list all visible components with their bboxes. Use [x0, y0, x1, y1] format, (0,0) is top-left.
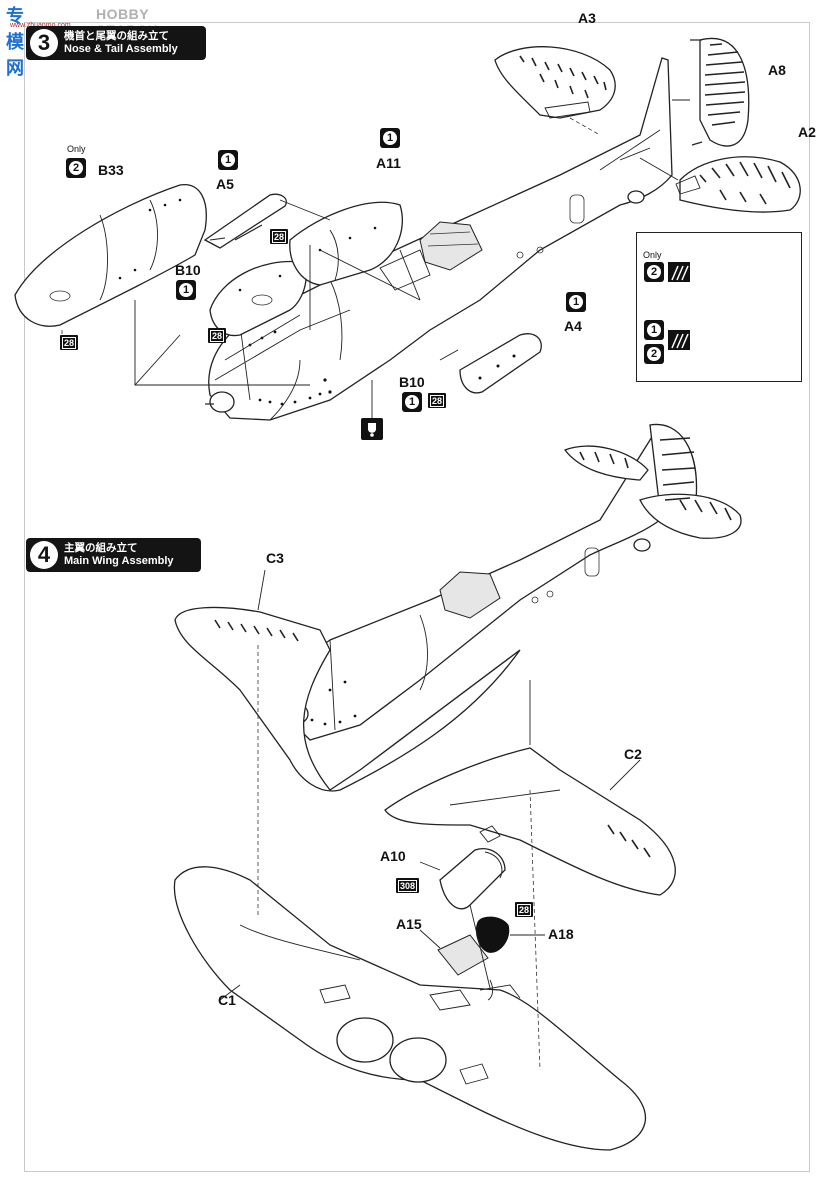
label-b10-left: B10 — [175, 262, 201, 278]
watermark-url: www.zhuanmo.com — [10, 22, 71, 29]
version-badge-b10-bottom: 1 — [402, 392, 422, 412]
paint-code-308: 308 — [396, 878, 420, 893]
part-b33-cowling — [14, 184, 207, 327]
version-badge-inset-1: 1 — [644, 320, 664, 340]
label-b10-bottom: B10 — [399, 374, 425, 390]
part-a18-cap — [475, 916, 510, 953]
part-a8-rudder — [690, 37, 750, 147]
part-a3-stabilizer — [494, 46, 616, 119]
assembly-lines-step4 — [219, 569, 641, 1071]
step-3-number: 3 — [30, 29, 58, 57]
part-a11-panel — [289, 201, 404, 286]
label-b33: B33 — [98, 162, 124, 178]
part-a2-stabilizer — [675, 156, 801, 213]
glue-icon — [361, 418, 383, 440]
label-only-inset: Only — [643, 250, 662, 260]
paint-code-28: 28 — [208, 328, 227, 343]
version-badge-a5: 1 — [218, 150, 238, 170]
step-4-number: 4 — [30, 541, 58, 569]
tail-step4 — [563, 423, 742, 539]
page-border — [24, 22, 810, 1172]
label-a10: A10 — [380, 848, 406, 864]
paint-code-28: 28 — [60, 335, 79, 350]
paint-code-28: 28 — [428, 393, 447, 408]
version-badge-b10-left: 1 — [176, 280, 196, 300]
version-badge-a4: 1 — [566, 292, 586, 312]
step-3-title-jp: 機首と尾翼の組み立て — [64, 30, 169, 42]
part-c2-wing-upper — [384, 747, 676, 896]
label-c3: C3 — [266, 550, 284, 566]
label-c2: C2 — [624, 746, 642, 762]
fuselage-step3 — [205, 57, 673, 421]
paint-code-28: 28 — [515, 902, 534, 917]
step-4-title-en: Main Wing Assembly — [64, 555, 174, 567]
arrow-a2 — [639, 157, 679, 181]
pin-a4 — [439, 349, 459, 361]
part-a15-plate — [437, 934, 489, 976]
step-4-header: 4 主翼の組み立て Main Wing Assembly — [26, 538, 201, 572]
version-badge-inset-2: 2 — [644, 344, 664, 364]
version-badge-inset-only: 2 — [644, 262, 664, 282]
label-c1: C1 — [218, 992, 236, 1008]
label-only-b33: Only — [67, 144, 86, 154]
version-badge-a11: 1 — [380, 128, 400, 148]
part-a4-exhaust — [459, 333, 542, 394]
label-a4: A4 — [564, 318, 582, 334]
label-a15: A15 — [396, 916, 422, 932]
hatch-symbol-icon — [668, 330, 690, 350]
version-badge-b33: 2 — [66, 158, 86, 178]
watermark-logo: 专模网 — [6, 6, 25, 79]
part-a10-radiator — [439, 848, 506, 910]
label-a11: A11 — [376, 155, 401, 171]
assembly-lines-step3 — [134, 199, 421, 418]
label-a8: A8 — [768, 62, 786, 78]
part-a5-panel — [203, 193, 287, 249]
step-3-header: 3 機首と尾翼の組み立て Nose & Tail Assembly — [26, 26, 206, 60]
label-a5: A5 — [216, 176, 234, 192]
paint-code-28: 28 — [270, 229, 289, 244]
step-4-title-jp: 主翼の組み立て — [64, 542, 138, 554]
part-c3-wing-upper — [174, 606, 521, 792]
label-a3: A3 — [578, 10, 596, 26]
step-3-title-en: Nose & Tail Assembly — [64, 43, 178, 55]
hatch-symbol-icon — [668, 262, 690, 282]
guide-a3 — [569, 117, 601, 136]
label-a18: A18 — [548, 926, 574, 942]
part-c1-wing-lower — [173, 866, 647, 1151]
label-a2: A2 — [798, 124, 816, 140]
